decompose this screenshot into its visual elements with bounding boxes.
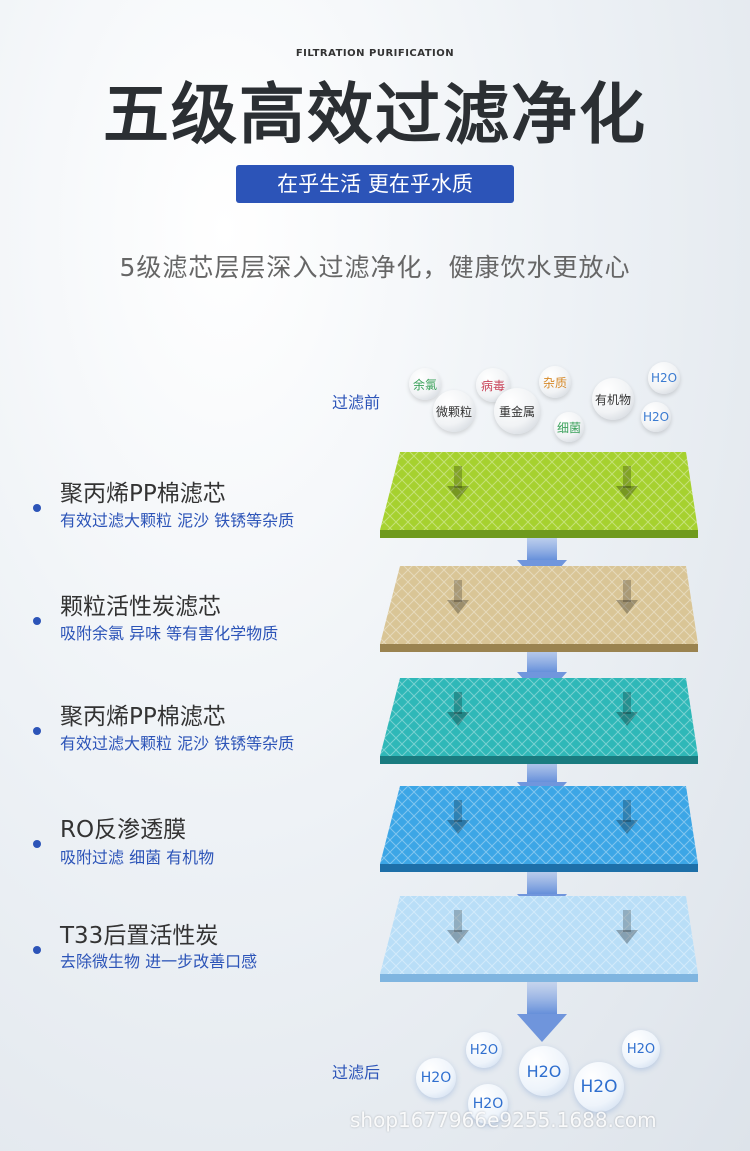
bubble-bacteria: 细菌 <box>554 412 584 442</box>
filter-mesh <box>380 786 698 864</box>
layer-edge <box>380 864 698 872</box>
layer-edge <box>380 644 698 652</box>
down-arrow-icon <box>616 820 638 834</box>
down-arrow-shaft <box>454 580 462 602</box>
layer-4-desc: 吸附过滤 细菌 有机物 <box>60 848 215 867</box>
layer-5-name: T33后置活性炭 <box>60 923 219 949</box>
slogan-badge: 在乎生活 更在乎水质 <box>236 165 514 203</box>
layer-edge <box>380 530 698 538</box>
bullet-dot <box>33 946 41 954</box>
down-arrow-icon <box>616 930 638 944</box>
bubble-residual-chlorine: 余氯 <box>409 368 441 400</box>
bullet-dot <box>33 617 41 625</box>
down-arrow-icon <box>447 712 469 726</box>
bubble-particle: 微颗粒 <box>433 390 475 432</box>
layer-4-name: RO反渗透膜 <box>60 817 187 843</box>
down-arrow-icon <box>447 930 469 944</box>
down-arrow-icon <box>447 820 469 834</box>
down-arrow-shaft <box>454 910 462 932</box>
page-subtitle: 5级滤芯层层深入过滤净化，健康饮水更放心 <box>119 253 631 282</box>
down-arrow-icon <box>616 600 638 614</box>
down-arrow-shaft <box>454 466 462 488</box>
down-arrow-shaft <box>623 910 631 932</box>
layer-1-desc: 有效过滤大颗粒 泥沙 铁锈等杂质 <box>60 511 295 530</box>
layer-3-desc: 有效过滤大颗粒 泥沙 铁锈等杂质 <box>60 734 295 753</box>
bullet-dot <box>33 840 41 848</box>
layer-edge <box>380 974 698 982</box>
h2o-bubble: H2O <box>519 1046 569 1096</box>
bubble-organic: 有机物 <box>592 378 634 420</box>
filter-mesh <box>380 452 698 530</box>
h2o-bubble: H2O <box>466 1032 502 1068</box>
layer-2-name: 颗粒活性炭滤芯 <box>60 594 221 620</box>
filter-mesh <box>380 678 698 756</box>
bubble-h2o: H2O <box>648 362 680 394</box>
bubble-h2o: H2O <box>641 402 671 432</box>
bubble-impurity: 杂质 <box>539 366 571 398</box>
down-arrow-shaft <box>454 692 462 714</box>
down-arrow-shaft <box>623 692 631 714</box>
bullet-dot <box>33 504 41 512</box>
shop-watermark: shop1677966e9255.1688.com <box>350 1108 657 1132</box>
down-arrow-shaft <box>454 800 462 822</box>
before-label: 过滤前 <box>332 393 381 412</box>
eyebrow-text: FILTRATION PURIFICATION <box>295 48 455 59</box>
down-arrow-shaft <box>623 466 631 488</box>
down-arrow-icon <box>447 600 469 614</box>
after-label: 过滤后 <box>332 1063 381 1082</box>
filter-mesh <box>380 566 698 644</box>
layer-2-desc: 吸附余氯 异味 等有害化学物质 <box>60 624 279 643</box>
layer-edge <box>380 756 698 764</box>
down-arrow-icon <box>616 712 638 726</box>
flow-arrow-head <box>517 1014 567 1042</box>
layer-5-desc: 去除微生物 进一步改善口感 <box>60 952 258 971</box>
h2o-bubble: H2O <box>416 1058 456 1098</box>
page-title: 五级高效过滤净化 <box>103 76 647 153</box>
down-arrow-icon <box>616 486 638 500</box>
layer-1-name: 聚丙烯PP棉滤芯 <box>60 481 226 507</box>
filter-mesh <box>380 896 698 974</box>
h2o-bubble: H2O <box>468 1084 508 1124</box>
bubble-heavy-metal: 重金属 <box>494 388 540 434</box>
bullet-dot <box>33 727 41 735</box>
down-arrow-shaft <box>623 800 631 822</box>
down-arrow-icon <box>447 486 469 500</box>
h2o-bubble: H2O <box>622 1030 660 1068</box>
down-arrow-shaft <box>623 580 631 602</box>
layer-3-name: 聚丙烯PP棉滤芯 <box>60 704 226 730</box>
h2o-bubble: H2O <box>574 1062 624 1112</box>
